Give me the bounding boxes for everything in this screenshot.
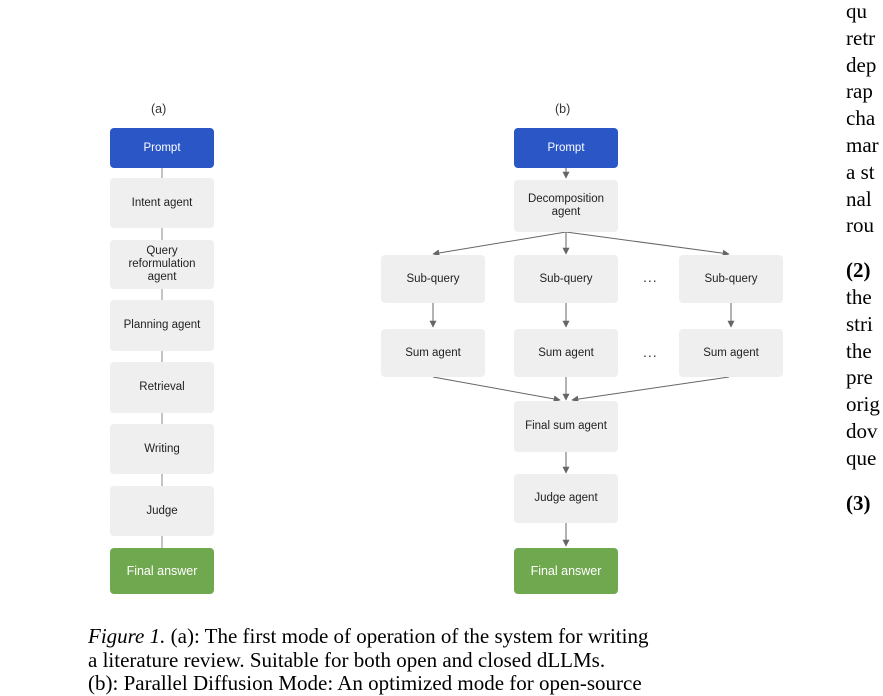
right-text-line: pre — [846, 365, 873, 390]
caption-line-1-text: (a): The first mode of operation of the … — [165, 624, 649, 648]
right-text-line: retr — [846, 25, 876, 50]
right-text-line: dep — [846, 52, 877, 77]
panel-b-subquery-node-2: Sub-query — [514, 255, 618, 303]
panel-a-writing-node: Writing — [110, 424, 214, 474]
panel-a-planning-agent-node: Planning agent — [110, 300, 214, 351]
panel-b-sum-ellipsis: ... — [643, 344, 658, 360]
right-text-line: cha — [846, 106, 876, 131]
panel-a-retrieval-node: Retrieval — [110, 362, 214, 413]
right-text-line: the — [846, 284, 872, 309]
right-text-line: que — [846, 445, 877, 470]
panel-b-sum-agent-node-1: Sum agent — [381, 329, 485, 377]
right-text-line: stri — [846, 311, 873, 336]
caption-line-1: Figure 1. (a): The first mode of operati… — [88, 624, 823, 649]
panel-b-final-sum-agent-node: Final sum agent — [514, 401, 618, 452]
panel-b-subquery-node-1: Sub-query — [381, 255, 485, 303]
panel-b-subquery-ellipsis: ... — [643, 269, 658, 285]
right-text-line: dov — [846, 418, 878, 443]
right-text-line: the — [846, 338, 872, 363]
panel-a-judge-node: Judge — [110, 486, 214, 536]
panel-a-intent-agent-node: Intent agent — [110, 178, 214, 228]
panel-b-final-answer-node: Final answer — [514, 548, 618, 594]
right-text-line: orig — [846, 392, 880, 417]
right-text-line: nal — [846, 186, 872, 211]
panel-b-sum-agent-node-3: Sum agent — [679, 329, 783, 377]
panel-a-prompt-node: Prompt — [110, 128, 214, 168]
panel-b-decomposition-agent-node: Decomposition agent — [514, 180, 618, 232]
right-text-line: qu — [846, 0, 867, 23]
caption-line-2: a literature review. Suitable for both o… — [88, 647, 606, 672]
figure-caption: Figure 1. (a): The first mode of operati… — [88, 624, 823, 696]
right-text-section-head-3: (3) — [846, 490, 880, 517]
panel-a-final-answer-node: Final answer — [110, 548, 214, 594]
right-column-text: qu retr dep rap cha mar a st nal rou (2)… — [846, 0, 880, 516]
right-text-line: rap — [846, 79, 873, 104]
panel-b-sum-agent-node-2: Sum agent — [514, 329, 618, 377]
panel-b-subquery-node-3: Sub-query — [679, 255, 783, 303]
right-text-line: a st — [846, 159, 875, 184]
panel-b-label: (b) — [555, 102, 571, 116]
caption-figure-label: Figure 1. — [88, 624, 166, 648]
panel-b-arrows — [429, 168, 735, 547]
panel-b-prompt-node: Prompt — [514, 128, 618, 168]
panel-b-judge-agent-node: Judge agent — [514, 474, 618, 523]
panel-a-query-reformulation-node: Query reformulation agent — [110, 240, 214, 289]
right-text-line: mar — [846, 132, 879, 157]
section-head-3-label: (3) — [846, 490, 871, 515]
right-text-section-head-2: (2) — [846, 257, 880, 284]
section-head-2-label: (2) — [846, 258, 871, 283]
right-text-line: rou — [846, 213, 874, 238]
panel-a-label: (a) — [151, 102, 167, 116]
caption-line-3: (b): Parallel Diffusion Mode: An optimiz… — [88, 671, 642, 695]
